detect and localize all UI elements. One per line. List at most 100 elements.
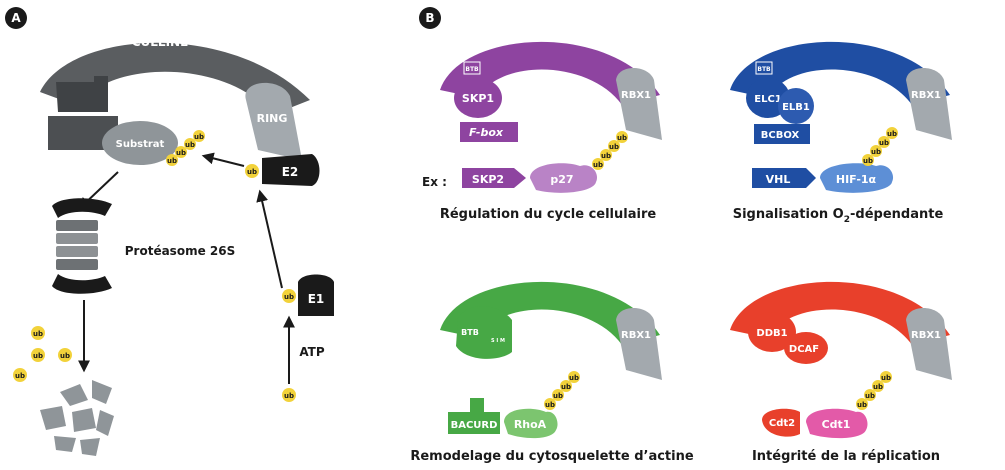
ub-label: ub: [873, 383, 883, 391]
ub-icon: [856, 398, 868, 410]
ub-icon: [560, 380, 572, 392]
elb1-protein: [778, 88, 814, 124]
ub-icon: [58, 348, 72, 362]
ub-chain-cul2: ub ub ub ub: [862, 127, 898, 166]
ub-icon: [552, 389, 564, 401]
ub-label: ub: [879, 139, 889, 147]
ub-label: ub: [194, 133, 204, 141]
btb-label: BTB: [461, 328, 479, 337]
cul2-scaffold: [730, 41, 950, 105]
receptor-block: [48, 116, 118, 150]
elb1-label: ELB1: [782, 102, 810, 113]
ub-label: ub: [15, 372, 25, 380]
bacurd-protein: [448, 398, 500, 434]
ub-icon: [864, 389, 876, 401]
cul2-caption-sub: 2: [844, 215, 850, 225]
degraded-fragments: [40, 380, 114, 456]
cul3-title: CUL3: [529, 269, 564, 283]
ub-label: ub: [545, 401, 555, 409]
panel-b-badge: [419, 7, 441, 29]
vhl-label: VHL: [766, 173, 791, 186]
ub-icon: [31, 348, 45, 362]
ub-icon: [878, 136, 890, 148]
ub-icon: [880, 371, 892, 383]
ub-icon: [282, 388, 296, 402]
p27-label: p27: [550, 173, 573, 186]
rbx1-label: RBX1: [621, 90, 651, 101]
cul1-caption: Régulation du cycle cellulaire: [440, 207, 657, 222]
cul3-caption: Remodelage du cytosquelette d’actine: [410, 449, 694, 464]
rhoa-protein: [504, 408, 558, 439]
ub-icon: [886, 127, 898, 139]
cul1-title: CUL1: [529, 29, 564, 43]
ub-label: ub: [247, 168, 257, 176]
skp2-label: SKP2: [472, 173, 504, 186]
cul1-complex: CUL1 RBX1 BTB SKP1 F-box Ex : SKP2 p27 u…: [422, 29, 662, 222]
dcaf-protein: [784, 332, 828, 364]
ub-icon: [166, 154, 178, 166]
proteasome-label: Protéasome 26S: [125, 244, 235, 258]
skp1-label: SKP1: [462, 92, 494, 105]
rbx1-protein: [616, 68, 662, 140]
cul2-caption: Signalisation O2-dépendante: [733, 207, 944, 225]
cul3-scaffold: [440, 281, 660, 345]
ub-label: ub: [871, 148, 881, 156]
ub-label: ub: [33, 330, 43, 338]
ub-label: ub: [881, 374, 891, 382]
adaptor-block: [56, 76, 108, 112]
skp1-protein: [454, 78, 502, 118]
e1-enzyme: [298, 274, 334, 316]
cul4-caption: Intégrité de la réplication: [752, 449, 940, 464]
panel-a-badge: [5, 7, 27, 29]
free-ubiquitins: ub ub ub ub: [13, 326, 72, 382]
ub-label: ub: [561, 383, 571, 391]
rhoa-label: RhoA: [514, 418, 547, 431]
ub-label: ub: [601, 152, 611, 160]
culline-label: CULLINE: [132, 35, 189, 49]
ddb1-label: DDB1: [756, 328, 787, 339]
arrow-e2-to-substrat: [201, 152, 245, 167]
ub-icon: [616, 131, 628, 143]
ub-label: ub: [60, 352, 70, 360]
btb-label: BTB: [465, 66, 479, 73]
ub-icon: [282, 289, 296, 303]
cul3-complex: CUL3 RBX1 BTB S I M BACURD RhoA ub ub ub…: [410, 269, 694, 464]
cul2-title: CUL2: [821, 29, 856, 43]
ub-icon: [568, 371, 580, 383]
e2-label: E2: [282, 165, 299, 179]
arrow-e1-to-e2: [256, 189, 283, 289]
elc1-label: ELC1: [754, 94, 782, 105]
substrat-label: Substrat: [116, 139, 165, 150]
fbox-label: F-box: [469, 126, 504, 139]
rbx1-label: RBX1: [911, 330, 941, 341]
ub-label: ub: [33, 352, 43, 360]
ub-label: ub: [593, 161, 603, 169]
cul2-caption-pre: Signalisation O: [733, 207, 844, 222]
ddb1-protein: [748, 312, 796, 352]
ub-label: ub: [167, 157, 177, 165]
bcbox-protein: [754, 124, 810, 144]
btb-tab: [463, 61, 481, 75]
bcbox-label: BCBOX: [761, 130, 800, 141]
ub-label: ub: [887, 130, 897, 138]
ex-label: Ex :: [422, 175, 447, 189]
p27-protein: [530, 163, 598, 193]
ring-label: RING: [257, 112, 288, 125]
ub-label: ub: [609, 143, 619, 151]
ub-icon: [184, 138, 196, 150]
skp2-protein: [462, 168, 526, 188]
cdt1-protein: [806, 408, 868, 439]
panel-a-letter: A: [11, 11, 21, 25]
ub-icon: [544, 398, 556, 410]
ub-icon: [175, 146, 187, 158]
btb-label: BTB: [757, 66, 771, 73]
ub-label: ub: [284, 293, 294, 301]
ub-icon: [870, 145, 882, 157]
ub-icon: [608, 140, 620, 152]
e1-label: E1: [308, 292, 325, 306]
ub-chain-cul3: ub ub ub ub: [544, 371, 580, 410]
bacurd-label: BACURD: [451, 420, 498, 431]
rbx1-protein: [906, 308, 952, 380]
ub-icon: [600, 149, 612, 161]
hif-protein: [820, 163, 894, 193]
